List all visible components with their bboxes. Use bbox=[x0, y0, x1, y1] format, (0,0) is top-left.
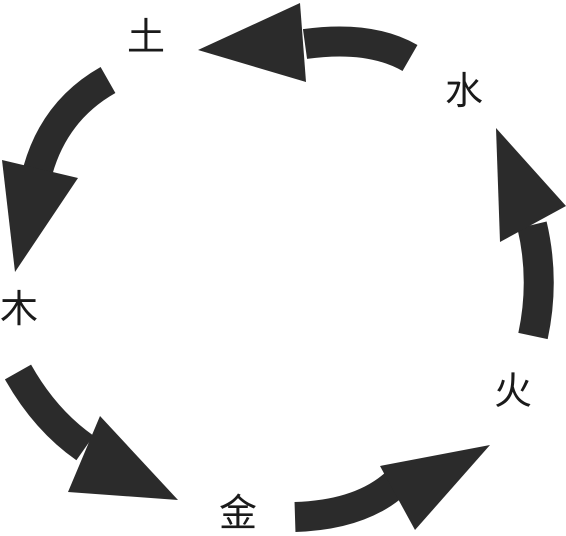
label-earth: 土 bbox=[127, 15, 165, 59]
arrow-metal-to-fire bbox=[294, 445, 490, 532]
arrow-head bbox=[380, 445, 490, 530]
arrow-earth-to-wood bbox=[2, 66, 116, 272]
arrow-fire-to-water bbox=[496, 128, 566, 340]
arrow-wood-to-metal bbox=[4, 364, 178, 500]
arrow-water-to-earth bbox=[198, 3, 418, 82]
label-water: 水 bbox=[445, 69, 483, 113]
arrow-shaft bbox=[302, 26, 418, 72]
arrow-head bbox=[198, 3, 306, 82]
label-metal: 金 bbox=[219, 491, 257, 535]
arrow-shaft bbox=[294, 472, 405, 532]
arrow-head bbox=[496, 128, 566, 242]
label-wood: 木 bbox=[0, 287, 38, 331]
arrow-shaft bbox=[517, 221, 554, 340]
arrow-shaft bbox=[23, 66, 116, 175]
arrow-head bbox=[68, 416, 178, 500]
label-fire: 火 bbox=[494, 369, 532, 413]
arrow-head bbox=[2, 160, 78, 272]
arrow-shaft bbox=[4, 364, 94, 461]
